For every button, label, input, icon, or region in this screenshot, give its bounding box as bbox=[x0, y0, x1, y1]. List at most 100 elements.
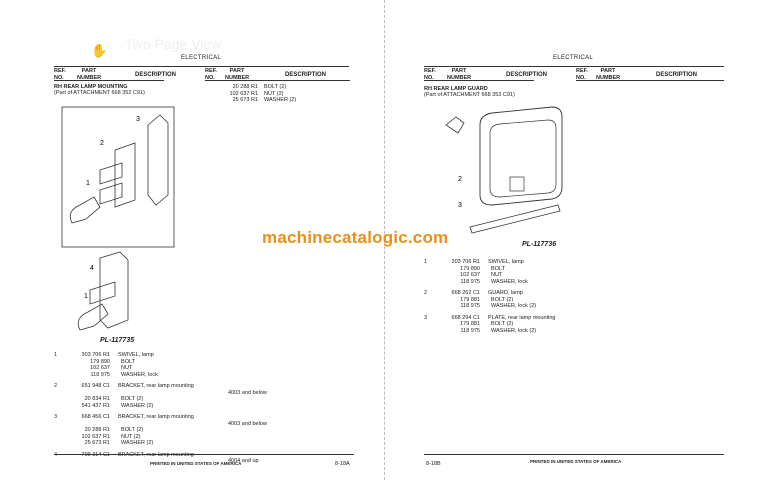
left-footer: PRINTED IN UNITED STATES OF AMERICA bbox=[150, 461, 242, 466]
col-part: PART NUMBER bbox=[77, 68, 102, 81]
divider bbox=[424, 80, 534, 81]
part-number: 118 975 bbox=[460, 327, 480, 334]
part-description: 4003 and below bbox=[228, 389, 267, 396]
part-description: PLATE, rear lamp mounting bbox=[488, 314, 556, 321]
part-number: 102 637 R1 bbox=[81, 433, 110, 440]
left-page-number: 8-18A bbox=[335, 461, 350, 467]
part-description: WASHER, lock (2) bbox=[488, 303, 537, 309]
list-item: 25 673 R1 WASHER (2) bbox=[72, 440, 267, 447]
divider bbox=[54, 66, 349, 67]
list-item: 541 437 R1 WASHER (2) bbox=[72, 403, 267, 410]
right-section-title: ELECTRICAL bbox=[553, 55, 594, 61]
part-description: BOLT (2) bbox=[118, 427, 144, 433]
hand-tool-icon[interactable]: ✋ bbox=[91, 43, 108, 58]
part-number: 668 262 C1 bbox=[451, 290, 480, 296]
watermark: machinecatalogic.com bbox=[262, 228, 449, 247]
part-number: 541 437 R1 bbox=[81, 402, 110, 409]
part-number: 118 975 bbox=[460, 303, 480, 309]
list-item: 102 637 R1 NUT (2) bbox=[72, 434, 267, 441]
part-number: 20 288 R1 bbox=[84, 427, 110, 433]
part-description: NUT bbox=[118, 365, 133, 371]
figure-left-top: 3 2 1 bbox=[61, 106, 175, 248]
right-heading: RH REAR LAMP GUARD bbox=[424, 86, 488, 92]
part-row: 102 637 R1 NUT (2) bbox=[222, 91, 296, 98]
part-number: 102 637 R1 bbox=[229, 90, 258, 97]
part-number: 303 706 R1 bbox=[451, 259, 480, 265]
ref-number: 2 bbox=[424, 290, 428, 296]
figure-left-bottom: 4 1 bbox=[77, 251, 129, 331]
divider bbox=[424, 66, 724, 67]
col-part: PART NUMBER bbox=[596, 68, 621, 81]
list-item: 179 881 BOLT (2) bbox=[442, 297, 555, 304]
list-item: 102 637 NUT bbox=[72, 365, 267, 372]
tooltip: Two Page View bbox=[125, 36, 222, 52]
svg-text:3: 3 bbox=[136, 116, 140, 123]
list-item: 118 975 WASHER, lock (2) bbox=[442, 303, 555, 310]
ref-number: 1 bbox=[54, 352, 58, 358]
part-number: 179 881 bbox=[460, 296, 480, 303]
part-number: 179 881 bbox=[460, 321, 480, 327]
part-number: 20 288 R1 bbox=[232, 84, 258, 90]
part-description: NUT bbox=[488, 272, 503, 278]
part-number: 102 637 bbox=[460, 272, 480, 278]
part-number: 25 673 R1 bbox=[84, 440, 110, 446]
part-row: 25 673 R1 WASHER (2) bbox=[222, 97, 297, 104]
part-number: 118 975 bbox=[460, 278, 480, 285]
col-ref: REF. NO. bbox=[424, 68, 436, 81]
list-item: 179 881 BOLT (2) bbox=[442, 321, 555, 328]
part-number: 668 294 C1 bbox=[451, 314, 480, 321]
part-number: 25 673 R1 bbox=[232, 97, 258, 103]
figure-id: PL-117735 bbox=[100, 337, 135, 344]
col-part: PART NUMBER bbox=[447, 68, 472, 81]
list-item: 4003 and below bbox=[72, 390, 267, 397]
list-item: 118 975 WASHER, lock bbox=[72, 372, 267, 379]
col-desc: DESCRIPTION bbox=[135, 72, 177, 78]
list-item: 651 948 C1 BRACKET, rear lamp mounting bbox=[72, 383, 267, 390]
divider bbox=[424, 454, 724, 455]
part-number: 651 948 C1 bbox=[81, 383, 110, 389]
part-description: BOLT bbox=[118, 358, 136, 365]
part-description: NUT (2) bbox=[118, 433, 141, 440]
part-number: 118 975 bbox=[90, 371, 110, 378]
col-ref: REF. NO. bbox=[576, 68, 588, 81]
svg-text:1: 1 bbox=[86, 180, 90, 187]
col-desc: DESCRIPTION bbox=[506, 72, 548, 78]
col-ref: REF. NO. bbox=[54, 68, 66, 81]
part-description: WASHER (2) bbox=[264, 97, 297, 103]
col-desc: DESCRIPTION bbox=[656, 72, 698, 78]
part-description: BRACKET, rear lamp mounting bbox=[118, 383, 194, 389]
part-description: WASHER, lock bbox=[118, 371, 158, 378]
svg-text:4: 4 bbox=[90, 265, 94, 272]
part-number bbox=[72, 458, 110, 465]
part-description: BOLT (2) bbox=[488, 321, 514, 327]
part-description: WASHER, lock (2) bbox=[488, 327, 537, 334]
right-page-number: 8-18B bbox=[426, 461, 441, 467]
right-footer: PRINTED IN UNITED STATES OF AMERICA bbox=[530, 459, 622, 464]
part-description: NUT (2) bbox=[264, 90, 284, 97]
part-number: 20 834 R1 bbox=[84, 396, 110, 402]
part-description: 4003 and below bbox=[228, 420, 267, 427]
list-item: 179 890 BOLT bbox=[442, 266, 555, 273]
list-item: 118 975 WASHER, lock (2) bbox=[442, 328, 555, 335]
part-number: 102 637 bbox=[90, 365, 110, 371]
divider bbox=[54, 454, 354, 455]
list-item: 102 637 NUT bbox=[442, 272, 555, 279]
col-ref: REF. NO. bbox=[205, 68, 217, 81]
part-description: SWIVEL, lamp bbox=[488, 259, 524, 265]
svg-text:2: 2 bbox=[458, 176, 462, 183]
col-part: PART NUMBER bbox=[225, 68, 250, 81]
svg-text:3: 3 bbox=[458, 202, 462, 209]
right-subheading: (Part of ATTACHMENT 668 353 C91) bbox=[424, 92, 515, 98]
part-description: BOLT (2) bbox=[488, 296, 514, 303]
